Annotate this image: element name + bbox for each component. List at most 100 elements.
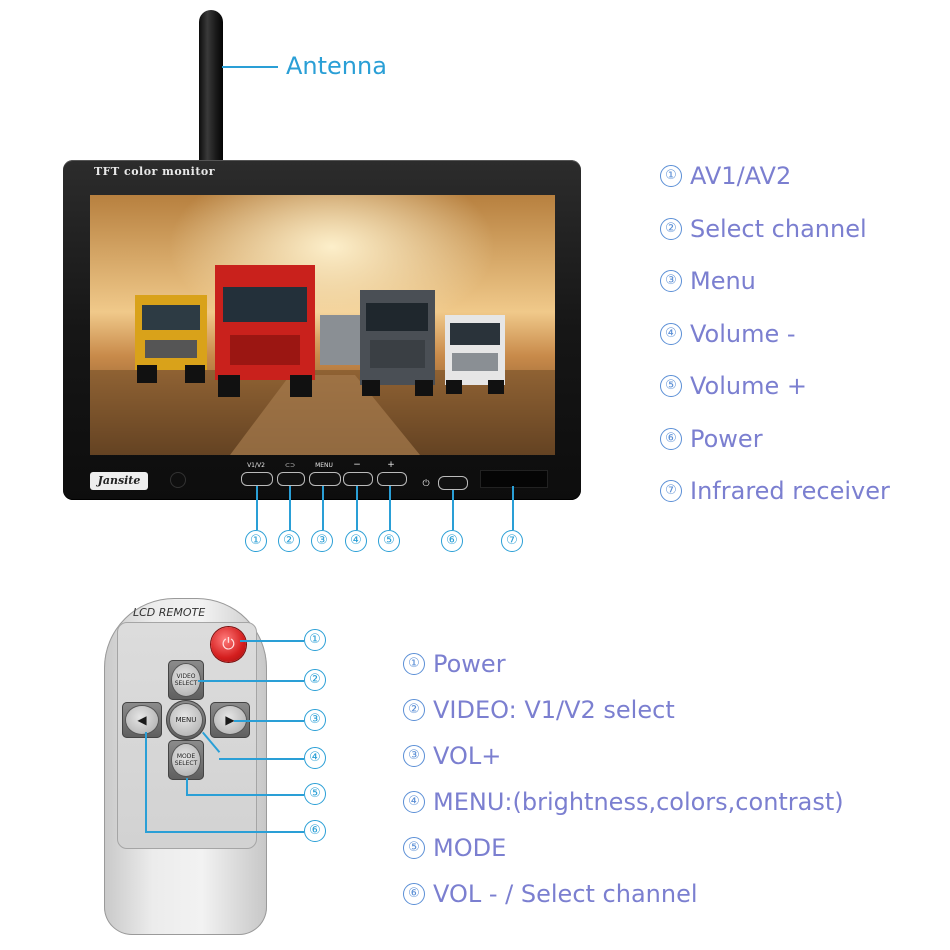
legend-number: ⑤ xyxy=(660,375,682,397)
brand-logo: Jansite xyxy=(90,472,148,490)
monitor-button-volume-up[interactable] xyxy=(377,472,407,486)
remote-callout-5: ⑤ xyxy=(304,783,326,805)
legend-text: VOL - / Select channel xyxy=(433,880,698,908)
remote-line-5 xyxy=(186,794,304,796)
antenna xyxy=(199,10,223,185)
trucks-image xyxy=(90,195,555,455)
remote-legend-item-video: ② VIDEO: V1/V2 select xyxy=(403,695,844,725)
remote-callout-3: ③ xyxy=(304,709,326,731)
legend-text: MODE xyxy=(433,834,507,862)
legend-item-select-channel: ② Select channel xyxy=(660,214,890,244)
monitor-button-3-label: MENU xyxy=(315,462,333,469)
legend-text: MENU:(brightness,colors,contrast) xyxy=(433,788,844,816)
infrared-receiver xyxy=(480,470,548,488)
menu-label: MENU xyxy=(170,704,202,736)
left-arrow-icon: ◀ xyxy=(137,712,147,727)
monitor-screen xyxy=(90,195,555,455)
callout-2: ② xyxy=(278,530,300,552)
remote-title: LCD REMOTE xyxy=(133,606,206,619)
legend-number: ⑤ xyxy=(403,837,425,859)
callout-line-6 xyxy=(452,490,454,530)
legend-text: AV1/AV2 xyxy=(690,162,792,190)
remote-power-button[interactable]: ⏻ xyxy=(211,627,246,662)
legend-number: ⑥ xyxy=(660,427,682,450)
legend-text: Menu xyxy=(690,267,756,295)
legend-item-menu: ③ Menu xyxy=(660,266,890,296)
legend-text: Volume - xyxy=(690,319,796,348)
legend-item-volume-down: ④ Volume - xyxy=(660,319,890,349)
legend-number: ③ xyxy=(660,270,682,292)
legend-text: Power xyxy=(690,424,763,453)
remote-line-1 xyxy=(240,640,304,642)
remote-line-3 xyxy=(234,720,304,722)
monitor-legend: ① AV1/AV2 ② Select channel ③ Menu ④ Volu… xyxy=(660,161,890,506)
remote-line-4 xyxy=(219,758,304,760)
monitor-button-1-label: V1/V2 xyxy=(247,462,265,469)
remote-line-5-v xyxy=(186,778,188,794)
remote-legend-item-vol-down: ⑥ VOL - / Select channel xyxy=(403,879,844,909)
monitor-button-volume-down[interactable] xyxy=(343,472,373,486)
remote-menu-button[interactable]: MENU xyxy=(166,700,206,740)
legend-number: ④ xyxy=(660,322,682,345)
remote-legend-item-vol-up: ③ VOL+ xyxy=(403,741,844,771)
left-arrow-cap: ◀ xyxy=(126,706,158,734)
remote-callout-2: ② xyxy=(304,669,326,691)
legend-number: ③ xyxy=(403,745,425,767)
right-arrow-icon: ▶ xyxy=(225,712,235,727)
antenna-label: Antenna xyxy=(286,52,387,80)
power-icon: ⏻ xyxy=(422,479,430,489)
legend-number: ② xyxy=(403,699,425,721)
monitor-brand-line: TFT color monitor xyxy=(94,165,216,178)
callout-line-2 xyxy=(289,486,291,530)
callout-4: ④ xyxy=(345,530,367,552)
legend-text: Infrared receiver xyxy=(690,477,890,505)
callout-6: ⑥ xyxy=(441,530,463,552)
remote-line-2 xyxy=(198,680,304,682)
callout-line-7 xyxy=(512,486,514,530)
legend-number: ⑥ xyxy=(403,883,425,905)
callout-3: ③ xyxy=(311,530,333,552)
legend-text: Select channel xyxy=(690,214,867,243)
callout-5: ⑤ xyxy=(378,530,400,552)
monitor-button-select-channel[interactable] xyxy=(277,472,305,486)
legend-number: ② xyxy=(660,217,682,240)
legend-number: ① xyxy=(660,165,682,187)
remote-legend-item-power: ① Power xyxy=(403,649,844,679)
callout-line-1 xyxy=(256,486,258,530)
remote-legend-item-menu: ④ MENU:(brightness,colors,contrast) xyxy=(403,787,844,817)
monitor-button-menu[interactable] xyxy=(309,472,341,486)
remote-line-6 xyxy=(145,831,304,833)
remote-legend-item-mode: ⑤ MODE xyxy=(403,833,844,863)
legend-item-av: ① AV1/AV2 xyxy=(660,161,890,191)
remote-callout-6: ⑥ xyxy=(304,820,326,842)
monitor-button-5-label: + xyxy=(387,460,395,470)
light-sensor xyxy=(170,472,186,488)
antenna-leader-line xyxy=(222,66,278,68)
legend-number: ① xyxy=(403,653,425,675)
callout-7: ⑦ xyxy=(501,530,523,552)
remote-line-6-v xyxy=(145,732,147,832)
callout-line-3 xyxy=(322,486,324,530)
legend-number: ④ xyxy=(403,791,425,813)
remote-legend: ① Power ② VIDEO: V1/V2 select ③ VOL+ ④ M… xyxy=(403,649,844,909)
remote-mode-select-button[interactable]: MODE SELECT xyxy=(168,740,204,780)
monitor-button-2-label: ⊂⊃ xyxy=(284,462,296,469)
callout-line-5 xyxy=(389,486,391,530)
monitor-button-av[interactable] xyxy=(241,472,273,486)
mode-select-label: MODE SELECT xyxy=(172,744,200,776)
callout-1: ① xyxy=(245,530,267,552)
legend-text: VOL+ xyxy=(433,742,502,770)
remote-left-button[interactable]: ◀ xyxy=(122,702,162,738)
monitor-button-power[interactable] xyxy=(438,476,468,490)
legend-number: ⑦ xyxy=(660,480,682,502)
remote-callout-1: ① xyxy=(304,629,326,651)
monitor-button-4-label: − xyxy=(353,460,361,470)
legend-text: Volume + xyxy=(690,372,807,400)
legend-text: VIDEO: V1/V2 select xyxy=(433,696,675,724)
legend-item-volume-up: ⑤ Volume + xyxy=(660,371,890,401)
legend-item-power: ⑥ Power xyxy=(660,424,890,454)
legend-item-infrared: ⑦ Infrared receiver xyxy=(660,476,890,506)
callout-line-4 xyxy=(356,486,358,530)
remote-callout-4: ④ xyxy=(304,747,326,769)
video-select-label: VIDEO SELECT xyxy=(172,664,200,696)
